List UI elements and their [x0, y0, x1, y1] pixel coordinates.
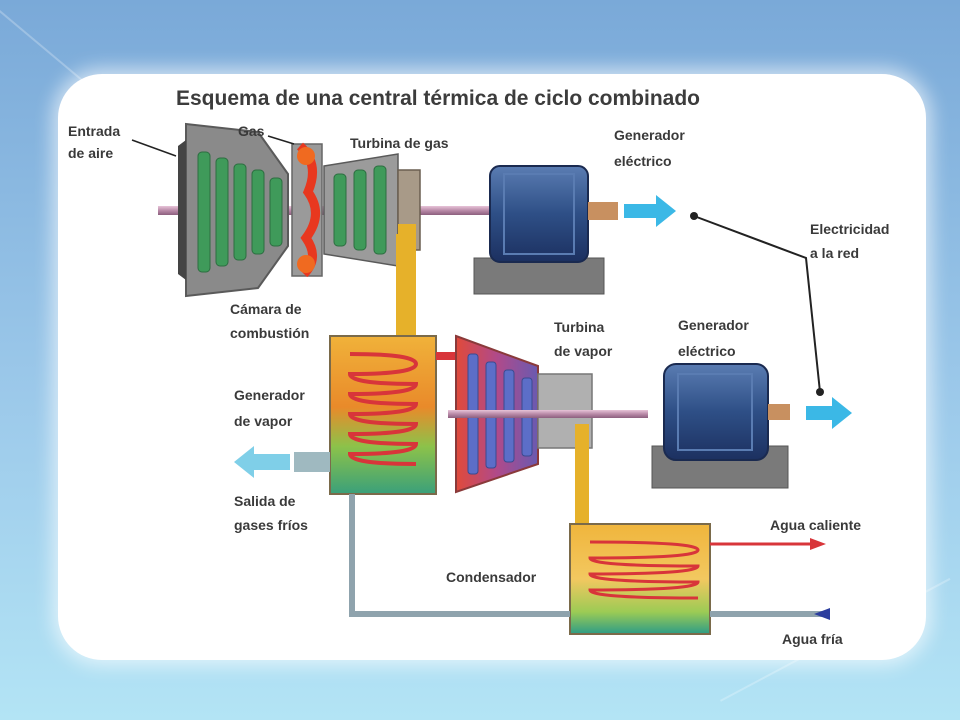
electric-generator-1 [473, 165, 618, 295]
exhaust-duct [396, 224, 416, 346]
label-gas: Gas [238, 123, 265, 139]
label-generador-vapor: Generador [234, 387, 305, 403]
connector-dot [816, 388, 824, 396]
electricity-arrow-2 [806, 397, 852, 429]
combustion-chamber [291, 142, 323, 278]
leader-line [131, 139, 177, 157]
label-agua-fria: Agua fría [782, 631, 843, 647]
hot-water-arrow [810, 538, 826, 550]
label-entrada-aire: Entrada [68, 123, 120, 139]
condenser-coil [588, 540, 700, 600]
label-generador-electrico-1: Generador [614, 127, 685, 143]
label-generador-electrico-1: eléctrico [614, 153, 672, 169]
label-condensador: Condensador [446, 569, 537, 585]
label-agua-caliente: Agua caliente [770, 517, 861, 533]
label-generador-electrico-2: Generador [678, 317, 749, 333]
air-inlet [178, 140, 186, 280]
cold-water-arrow [814, 608, 830, 620]
exhaust-gas-arrow [234, 446, 290, 478]
label-salida-gases: gases fríos [234, 517, 308, 533]
steam-turbine-shaft [448, 410, 648, 418]
condensate-return-pipe [349, 494, 570, 617]
electric-generator-2 [651, 363, 790, 489]
slide-card: Esquema de una central térmica de ciclo … [58, 74, 926, 660]
label-turbina-vapor: Turbina [554, 319, 605, 335]
condenser [569, 523, 711, 635]
label-entrada-aire: de aire [68, 145, 113, 161]
flue-duct [294, 452, 330, 472]
label-turbina-gas: Turbina de gas [350, 135, 449, 151]
diagram-title: Esquema de una central térmica de ciclo … [176, 87, 700, 110]
gas-turbine-assembly [158, 122, 618, 298]
steam-generator [329, 335, 437, 495]
connector-dot [690, 212, 698, 220]
combined-cycle-diagram: Esquema de una central térmica de ciclo … [68, 87, 889, 647]
label-generador-vapor: de vapor [234, 413, 293, 429]
label-camara-combustion: Cámara de [230, 301, 302, 317]
label-electricidad-red: a la red [810, 245, 859, 261]
label-camara-combustion: combustión [230, 325, 309, 341]
label-generador-electrico-2: eléctrico [678, 343, 736, 359]
steam-turbine [448, 334, 648, 494]
label-salida-gases: Salida de [234, 493, 296, 509]
steam-coil [347, 352, 419, 466]
steam-turbine-blades [467, 353, 533, 475]
label-electricidad-red: Electricidad [810, 221, 889, 237]
generator-1-base [473, 257, 605, 295]
leader-line [267, 135, 295, 145]
generator-1-coupling [588, 202, 618, 220]
grid-connection-line [693, 215, 821, 393]
generator-2-coupling [768, 404, 790, 420]
gas-turbine-blades [333, 165, 387, 255]
compressor-blades [197, 151, 283, 273]
electricity-arrow-1 [624, 195, 676, 227]
label-turbina-vapor: de vapor [554, 343, 613, 359]
